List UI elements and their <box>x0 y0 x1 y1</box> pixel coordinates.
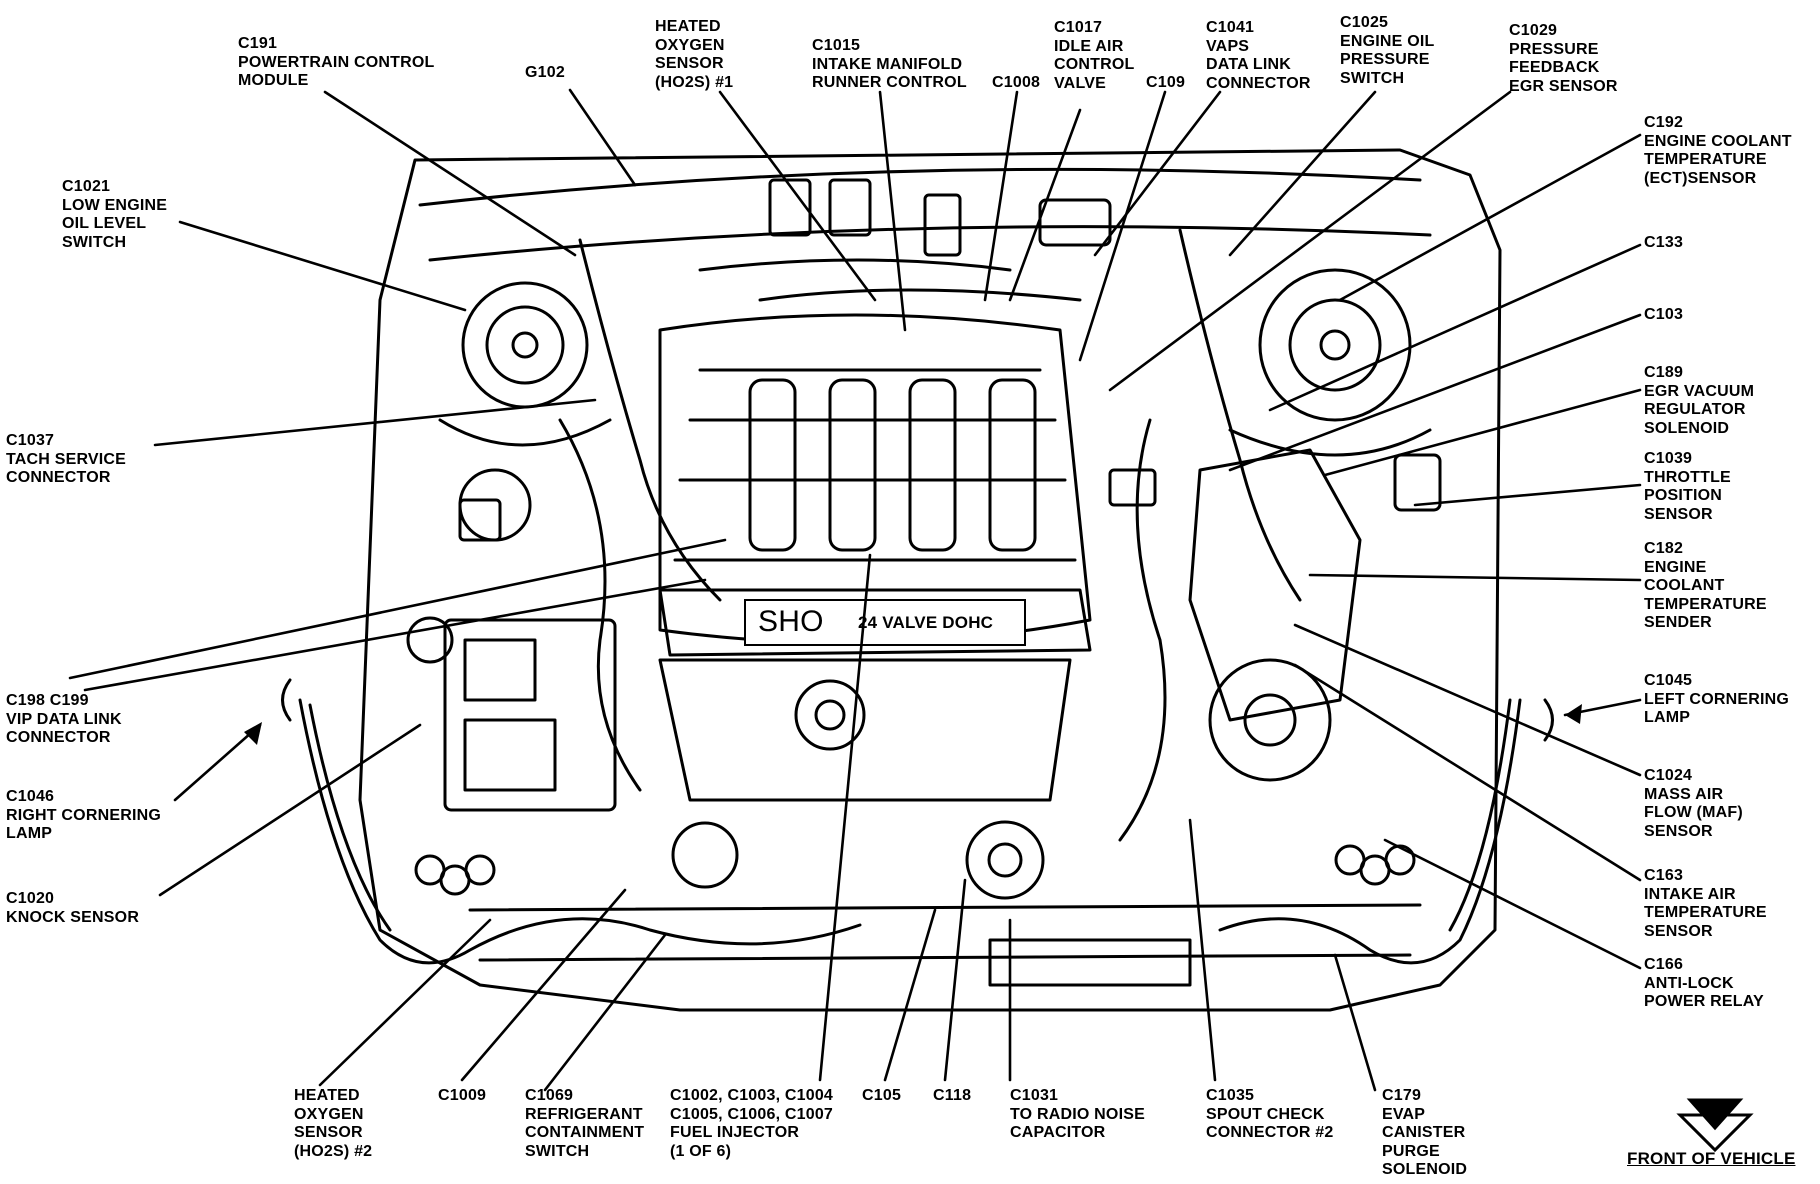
leader-c1015 <box>878 90 907 332</box>
leader-c182 <box>1308 573 1642 582</box>
label-c109: C109 <box>1146 74 1186 91</box>
leader-c105 <box>883 908 937 1082</box>
label-c1009: C1009 <box>438 1087 487 1104</box>
leader-c1002 <box>818 553 872 1082</box>
leader-c118 <box>943 878 967 1082</box>
sho-badge-group <box>744 599 1026 646</box>
leader-c1037 <box>153 398 597 447</box>
leader-c1039 <box>1413 483 1642 507</box>
front-of-vehicle-label: FRONT OF VEHICLE <box>1627 1149 1796 1168</box>
radiator-support <box>468 903 1422 912</box>
label-g102: G102 <box>525 64 565 81</box>
left-strut-tower <box>1258 268 1412 422</box>
leader-c166 <box>1383 838 1642 970</box>
leader-c1041 <box>1093 90 1222 257</box>
leader-c192 <box>1338 133 1642 302</box>
right-strut-tower <box>461 281 589 409</box>
leader-c1024 <box>1293 623 1642 777</box>
leader-ho2s2 <box>318 918 492 1087</box>
leader-c1008top <box>983 90 1019 302</box>
engine-sho-badge: SHO <box>758 605 824 638</box>
leader-c191 <box>323 90 577 257</box>
leader-c1069 <box>543 933 667 1092</box>
valve-cover <box>658 588 1092 657</box>
front-of-vehicle-arrow <box>1676 1098 1754 1153</box>
engine-valve-text: 24 VALVE DOHC <box>858 613 994 632</box>
leader-c1021 <box>178 220 467 312</box>
leader-c1017 <box>1008 108 1082 302</box>
leader-c109 <box>1078 90 1167 362</box>
leader-c1046 <box>173 723 262 802</box>
fender-outline <box>358 148 1502 1012</box>
label-c1008-top: C1008 <box>992 74 1041 91</box>
leader-c133 <box>1268 243 1642 412</box>
leader-c103 <box>1228 313 1642 472</box>
leader-c163 <box>1293 663 1642 882</box>
battery <box>443 618 617 812</box>
label-c118: C118 <box>933 1087 972 1104</box>
leader-c1029 <box>1108 90 1512 392</box>
label-c103: C103 <box>1644 306 1684 323</box>
leader-c1009 <box>460 888 627 1082</box>
leader-c1020 <box>158 723 422 897</box>
leader-g102 <box>568 88 637 187</box>
leader-c198a <box>68 538 727 680</box>
leader-c1035 <box>1188 818 1217 1082</box>
air-cleaner <box>1188 448 1362 722</box>
main-wiring-harness <box>298 698 862 965</box>
leader-c198b <box>83 578 707 692</box>
arrow-right-cornering <box>244 722 262 745</box>
firewall-line <box>418 167 1422 207</box>
leader-c179 <box>1333 953 1377 1092</box>
label-c105: C105 <box>862 1087 902 1104</box>
leader-c1025 <box>1228 90 1377 257</box>
label-c133: C133 <box>1644 234 1684 251</box>
leader-c189 <box>1323 388 1642 477</box>
arrow-left-cornering <box>1565 704 1582 724</box>
leader-ho2s1 <box>718 90 877 302</box>
